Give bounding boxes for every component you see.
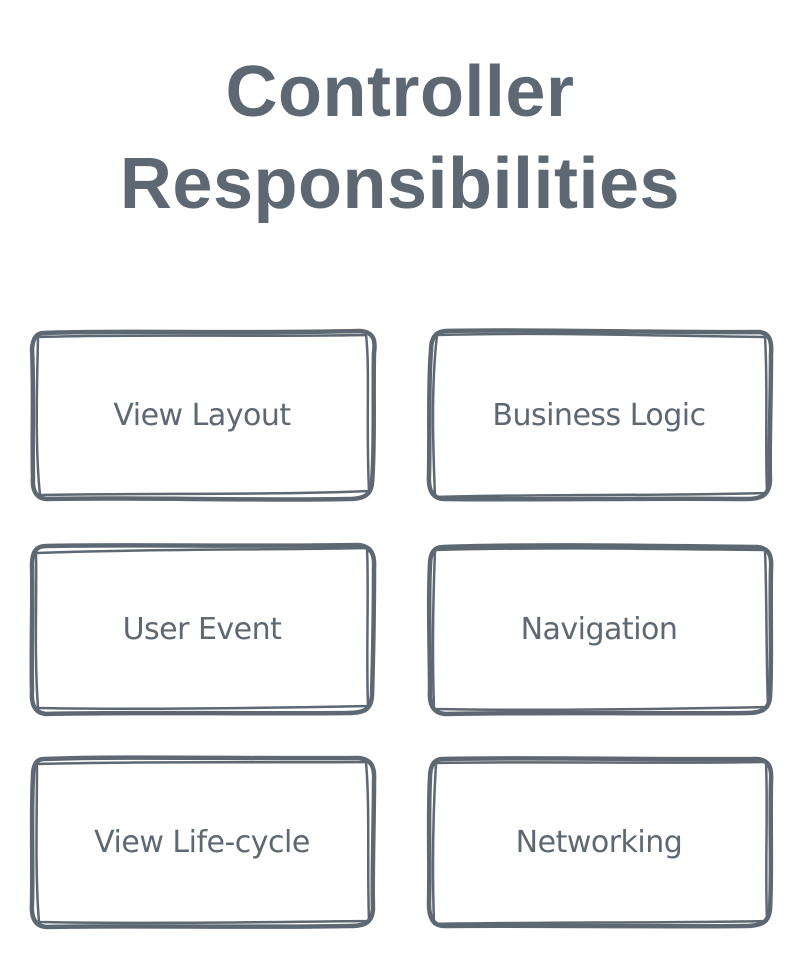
responsibility-box-business-logic: Business Logic [425, 327, 774, 503]
title-line-2: Responsibilities [119, 144, 681, 224]
responsibility-label: User Event [122, 611, 282, 647]
diagram-title: Controller Responsibilities [0, 46, 800, 230]
sketch-border [426, 328, 774, 502]
sketch-border [426, 756, 774, 929]
responsibility-box-user-event: User Event [28, 541, 377, 717]
responsibility-box-view-layout: View Layout [28, 327, 377, 503]
sketch-border [29, 542, 377, 717]
sketch-border [29, 755, 377, 930]
responsibility-label: View Layout [113, 397, 291, 433]
title-line-1: Controller [225, 52, 575, 132]
responsibility-box-navigation: Navigation [425, 541, 774, 717]
responsibility-box-networking: Networking [425, 754, 774, 930]
responsibility-label: Business Logic [492, 397, 706, 433]
responsibility-label: Navigation [520, 611, 678, 647]
responsibility-box-view-life-cycle: View Life-cycle [28, 754, 377, 930]
sketch-border [29, 328, 377, 502]
responsibility-label: Networking [515, 824, 683, 860]
sketch-border [426, 543, 774, 717]
responsibility-label: View Life-cycle [94, 824, 310, 860]
